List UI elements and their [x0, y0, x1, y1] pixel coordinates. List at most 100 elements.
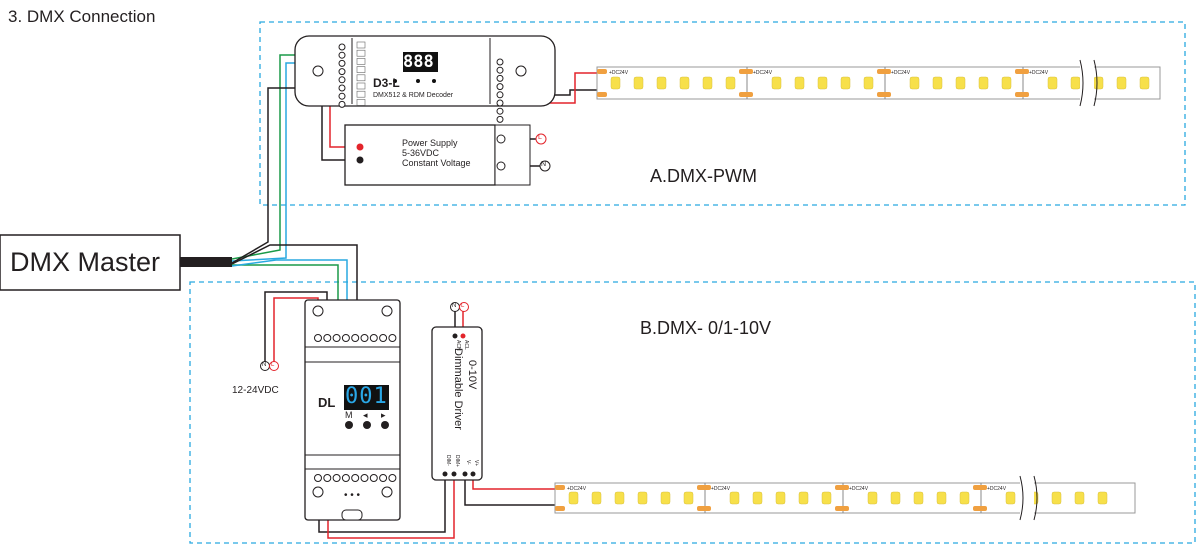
led-chip: [955, 76, 966, 90]
led-chip: [1047, 76, 1058, 90]
led-chip: [890, 491, 901, 505]
dl-display: 001: [345, 384, 388, 409]
d3l-input-terminal: [338, 68, 346, 76]
led-chip: [1070, 76, 1081, 90]
dl-top-terminal: [351, 334, 360, 342]
led-chip: [840, 76, 851, 90]
led-chip: [863, 76, 874, 90]
solder-pad: [835, 506, 849, 511]
led-chip: [729, 491, 740, 505]
d3l-output-terminal: [496, 83, 504, 91]
strip-break-mark: [1019, 475, 1024, 521]
led-chip: [1005, 491, 1016, 505]
driver-pin-dim-plus: DIM+: [454, 455, 460, 468]
led-chip: [1093, 76, 1104, 90]
dl-bottom-terminal: [360, 474, 369, 482]
dl-top-terminal: [369, 334, 378, 342]
led-chip: [1001, 76, 1012, 90]
led-chip: [817, 76, 828, 90]
input-n-label: N: [262, 362, 267, 368]
dl-top-terminal: [323, 334, 332, 342]
d3l-dip-switch: [356, 41, 366, 49]
led-chip: [637, 491, 648, 505]
solder-pad: [739, 69, 753, 74]
solder-pad: [739, 92, 753, 97]
section-b-label: B.DMX- 0/1-10V: [640, 318, 772, 338]
led-chip: [702, 76, 713, 90]
led-chip: [1051, 491, 1062, 505]
ps-line2: 5-36VDC: [402, 148, 440, 158]
dl-top-terminal: [341, 334, 350, 342]
strip-voltage-label: +DC24V: [891, 70, 911, 76]
d3l-display: 888: [403, 52, 434, 72]
d3l-input-terminal: [338, 76, 346, 84]
dmx-master-label: DMX Master: [10, 247, 161, 277]
strip-break-mark: [1093, 59, 1098, 107]
led-chip: [932, 76, 943, 90]
led-chip: [1139, 76, 1150, 90]
strip-break-mark: [1079, 59, 1084, 107]
led-chip: [775, 491, 786, 505]
strip-voltage-label: +DC24V: [609, 70, 629, 76]
dl-button-m: M: [345, 410, 353, 420]
led-chip: [683, 491, 694, 505]
dl-decoder: [304, 299, 401, 521]
dl-top-terminal: [332, 334, 341, 342]
led-chip: [794, 76, 805, 90]
led-strip-a: +DC24V+DC24V+DC24V+DC24V: [596, 59, 1161, 107]
d3l-dip-switch: [356, 99, 366, 106]
dl-model: DL: [318, 395, 336, 410]
strip-voltage-label: +DC24V: [1029, 70, 1049, 76]
dl-bottom-terminal: [323, 474, 332, 482]
led-chip: [821, 491, 832, 505]
solder-pad: [1015, 92, 1029, 97]
ps-n-label: N: [541, 161, 547, 168]
solder-pad: [555, 506, 565, 511]
dl-top-terminal: [314, 334, 322, 342]
led-chip: [1074, 491, 1085, 505]
dl-button-left: ◂: [363, 410, 368, 420]
driver-line1: 0-10V: [466, 360, 478, 390]
d3l-output-terminal: [496, 74, 504, 82]
dl-terminals: [314, 334, 397, 482]
led-chip: [679, 76, 690, 90]
dl-dots: • • •: [344, 490, 361, 501]
solder-pad: [697, 506, 711, 511]
led-chip: [656, 76, 667, 90]
d3l-input-terminal: [338, 51, 346, 59]
strip-break-mark: [1033, 475, 1038, 521]
led-chip: [1116, 76, 1127, 90]
d3l-dip-switch: [356, 49, 366, 57]
solder-pad: [597, 69, 607, 74]
led-chip: [614, 491, 625, 505]
dmx-master-box: [0, 234, 181, 291]
strip-voltage-label: +DC24V: [849, 486, 869, 492]
d3l-output-terminal: [496, 99, 504, 107]
section-a-label: A.DMX-PWM: [650, 166, 757, 186]
led-chip: [752, 491, 763, 505]
driver-n-label: N: [452, 303, 457, 309]
strip-voltage-label: +DC24V: [711, 486, 731, 492]
led-strip-b: +DC24V+DC24V+DC24V+DC24V: [554, 475, 1136, 521]
led-chip: [867, 491, 878, 505]
solder-pad: [877, 69, 891, 74]
dl-bottom-terminal: [351, 474, 360, 482]
dl-bottom-terminal: [341, 474, 350, 482]
dl-top-terminal: [360, 334, 369, 342]
dl-top-terminal: [379, 334, 388, 342]
dimmable-driver: [431, 302, 483, 481]
d3l-output-terminal: [496, 115, 504, 123]
driver-pin-v-minus: V-: [465, 460, 471, 465]
d3l-dip-switch: [356, 58, 366, 65]
d3l-input-terminal: [338, 59, 346, 67]
d3l-output-terminal: [496, 58, 504, 66]
dmx-cable: [180, 257, 232, 267]
solder-pad: [555, 485, 565, 490]
dl-bottom-terminal: [332, 474, 341, 482]
driver-pin-acn: ACN: [455, 340, 461, 351]
led-chip: [660, 491, 671, 505]
led-chip: [568, 491, 579, 505]
solder-pad: [835, 485, 849, 490]
d3l-dip-switch: [356, 66, 366, 73]
